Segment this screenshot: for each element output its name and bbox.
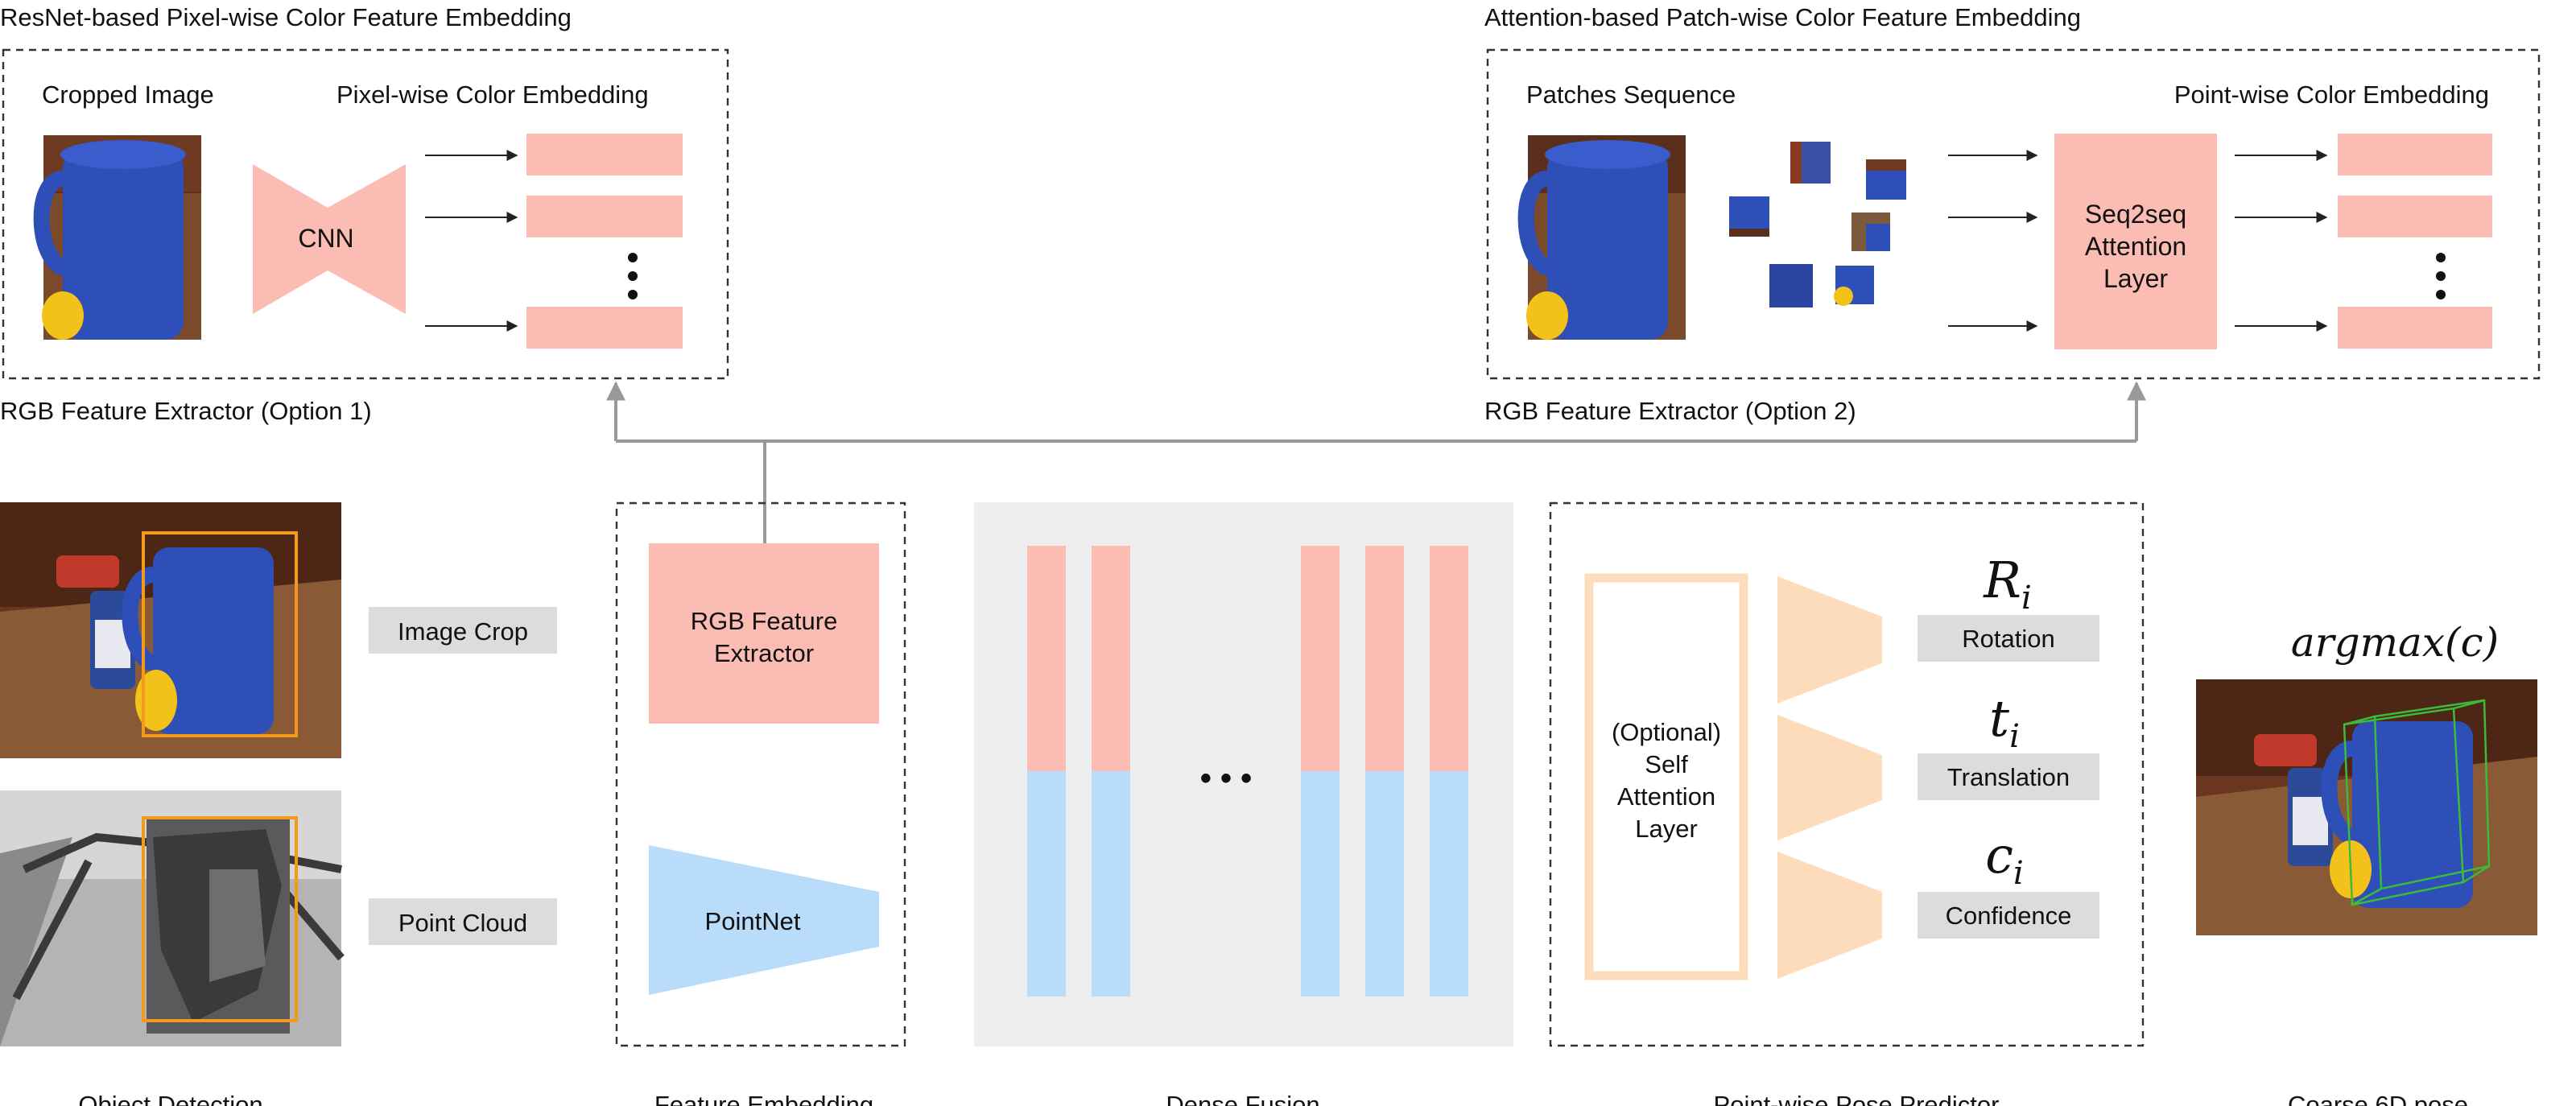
vertical-ellipsis-icon-2 [2436, 253, 2446, 299]
image-crop-box [369, 607, 557, 654]
point-embedding-bar-1 [2338, 134, 2492, 175]
confidence-symbol: ci [1985, 826, 2024, 892]
option1-dashed-frame [2, 48, 729, 380]
coarse-pose-caption: Coarse 6D pose [2288, 1091, 2468, 1106]
cnn-hourglass-shape [253, 164, 406, 314]
cropped-image-label: Cropped Image [42, 80, 214, 109]
fusion-geometry-segment-1 [1027, 771, 1066, 997]
seq2seq-line-2: Attention [2085, 232, 2186, 261]
patches-sequence-label: Patches Sequence [1526, 80, 1736, 109]
coarse-pose-section: argmax(c) Coarse 6D pose [2196, 619, 2537, 1106]
self-attention-block [1584, 573, 1748, 980]
point-embedding-bar-3 [2338, 307, 2492, 349]
rgb-extractor-line-1: RGB Feature [691, 607, 838, 635]
cropped-image [33, 135, 201, 340]
pixel-embedding-bar-2 [526, 196, 683, 237]
rgb-extractor-line-2: Extractor [714, 639, 814, 667]
option-connector [606, 381, 2146, 543]
point-cloud-box [369, 898, 557, 945]
confidence-head [1777, 852, 1882, 979]
cnn-block: CNN [253, 164, 406, 314]
option1-caption: RGB Feature Extractor (Option 1) [0, 397, 372, 425]
dense-fusion-caption: Dense Fusion [1166, 1091, 1319, 1106]
argmax-formula: argmax(c) [2291, 619, 2499, 666]
fusion-rgb-segment-4 [1365, 546, 1404, 771]
pixel-wise-embedding-label: Pixel-wise Color Embedding [336, 80, 649, 109]
pose-predictor-frame [1549, 501, 2145, 1047]
fusion-geometry-segment-2 [1092, 771, 1130, 997]
point-embedding-bar-2 [2338, 196, 2492, 237]
pointnet-trapezoid [649, 845, 879, 995]
feature-embedding-section: RGB Feature Extractor PointNet Feature E… [615, 501, 906, 1106]
point-wise-embedding-label: Point-wise Color Embedding [2174, 80, 2489, 109]
option1-panel: ResNet-based Pixel-wise Color Feature Em… [0, 3, 729, 425]
seq2seq-attention-block [2054, 134, 2217, 349]
image-crop-label: Image Crop [398, 617, 528, 646]
option1-title: ResNet-based Pixel-wise Color Feature Em… [0, 3, 572, 31]
translation-label: Translation [1947, 763, 2070, 791]
rgb-feature-extractor-block [649, 543, 879, 724]
fusion-rgb-segment-1 [1027, 546, 1066, 771]
pixel-embedding-bar-3 [526, 307, 683, 349]
dense-fusion-section: • • • Dense Fusion [974, 502, 1513, 1106]
translation-symbol: ti [1989, 689, 2020, 755]
pose-result-image [2196, 679, 2537, 935]
option2-title: Attention-based Patch-wise Color Feature… [1484, 3, 2081, 31]
option2-caption: RGB Feature Extractor (Option 2) [1484, 397, 1856, 425]
fusion-geometry-segment-5 [1430, 771, 1468, 997]
self-attention-line-3: Attention [1617, 782, 1715, 811]
feature-embedding-frame [615, 501, 906, 1047]
depth-detection-bbox [142, 816, 298, 1022]
self-attention-line-2: Self [1645, 750, 1688, 778]
pose-3d-bounding-box [2343, 699, 2491, 906]
pixel-embedding-bar-1 [526, 134, 683, 175]
patch-tiles [1729, 142, 1906, 307]
rotation-label: Rotation [1962, 625, 2054, 653]
pose-predictor-caption: Point-wise Pose Predictor [1714, 1091, 2000, 1106]
feature-embedding-caption: Feature Embedding [654, 1091, 873, 1106]
rotation-box [1918, 615, 2099, 662]
point-cloud-label: Point Cloud [398, 909, 527, 937]
fusion-rgb-segment-2 [1092, 546, 1130, 771]
option2-dashed-frame [1486, 48, 2541, 380]
confidence-label: Confidence [1946, 902, 2072, 930]
rgb-detection-bbox [142, 531, 298, 737]
object-detection-section: Image Crop Point Cloud Object Detection [0, 502, 557, 1106]
fusion-geometry-segment-3 [1301, 771, 1340, 997]
fusion-rgb-segment-3 [1301, 546, 1340, 771]
object-detection-caption: Object Detection [78, 1091, 262, 1106]
rgb-scene-image [0, 502, 341, 758]
patches-source-image [1517, 135, 1686, 340]
fusion-geometry-segment-4 [1365, 771, 1404, 997]
seq2seq-line-3: Layer [2103, 264, 2168, 293]
horizontal-ellipsis-icon: • • • [1200, 761, 1252, 796]
fusion-rgb-segment-5 [1430, 546, 1468, 771]
rotation-symbol: Ri [1983, 551, 2031, 617]
option2-panel: Attention-based Patch-wise Color Feature… [1484, 3, 2541, 425]
vertical-ellipsis-icon [628, 253, 638, 299]
fusion-columns [1027, 546, 1468, 997]
pointnet-label: PointNet [705, 907, 801, 935]
pose-predictor-section: (Optional) Self Attention Layer Ri Rotat… [1549, 501, 2145, 1106]
translation-head [1777, 715, 1882, 840]
rotation-head [1777, 576, 1882, 704]
confidence-box [1918, 892, 2099, 939]
seq2seq-line-1: Seq2seq [2085, 200, 2186, 229]
cnn-label: CNN [298, 224, 353, 253]
translation-box [1918, 753, 2099, 800]
self-attention-line-1: (Optional) [1612, 718, 1721, 746]
self-attention-line-4: Layer [1635, 815, 1698, 843]
depth-scene-image [0, 790, 345, 1046]
